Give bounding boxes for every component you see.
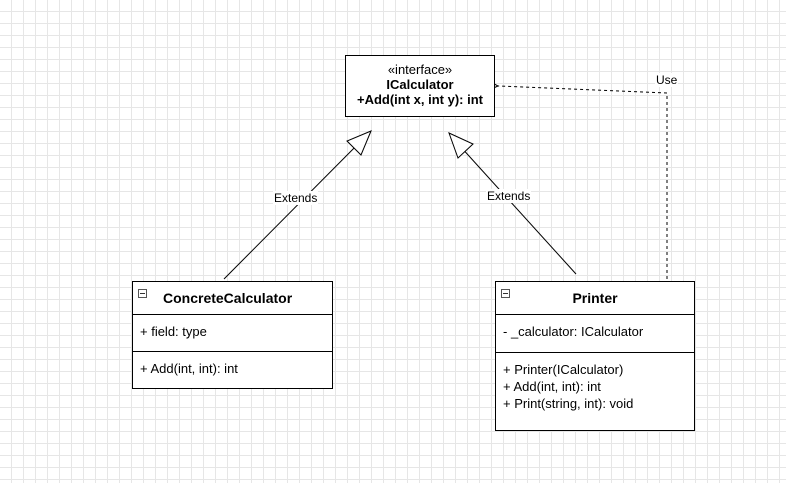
methods-section: + Add(int, int): int (133, 352, 332, 377)
class-header: ConcreteCalculator (133, 282, 332, 315)
method: + Add(int, int): int (503, 379, 601, 394)
interface-operation: +Add(int x, int y): int (356, 92, 483, 107)
attribute: - _calculator: ICalculator (503, 324, 644, 339)
extends-label-right[interactable]: Extends (486, 189, 532, 203)
method: + Printer(ICalculator) (503, 362, 624, 377)
extends-edge-concrete[interactable] (223, 131, 371, 280)
class-name: Printer (572, 290, 618, 306)
collapse-icon[interactable] (501, 289, 510, 298)
extends-label-left[interactable]: Extends (273, 191, 319, 205)
interface-name: ICalculator (386, 77, 454, 92)
class-name: ConcreteCalculator (163, 290, 293, 306)
class-header: Printer (496, 282, 694, 315)
method: + Print(string, int): void (503, 396, 634, 411)
use-dependency-edge[interactable] (498, 86, 668, 279)
interface-icalculator[interactable]: «interface» ICalculator +Add(int x, int … (345, 55, 495, 117)
attribute: + field: type (140, 324, 207, 339)
interface-stereotype: «interface» (387, 62, 453, 77)
use-label[interactable]: Use (655, 73, 679, 87)
extends-edge-printer[interactable] (449, 134, 577, 275)
methods-section: + Printer(ICalculator) + Add(int, int): … (496, 353, 694, 412)
collapse-icon[interactable] (138, 289, 147, 298)
class-printer[interactable]: Printer - _calculator: ICalculator + Pri… (495, 281, 695, 431)
attributes-section: + field: type (133, 315, 332, 352)
generalization-arrowhead-left (346, 130, 372, 156)
class-concrete-calculator[interactable]: ConcreteCalculator + field: type + Add(i… (132, 281, 333, 389)
attributes-section: - _calculator: ICalculator (496, 315, 694, 353)
generalization-arrowhead-right (448, 132, 474, 159)
method: + Add(int, int): int (140, 361, 238, 376)
